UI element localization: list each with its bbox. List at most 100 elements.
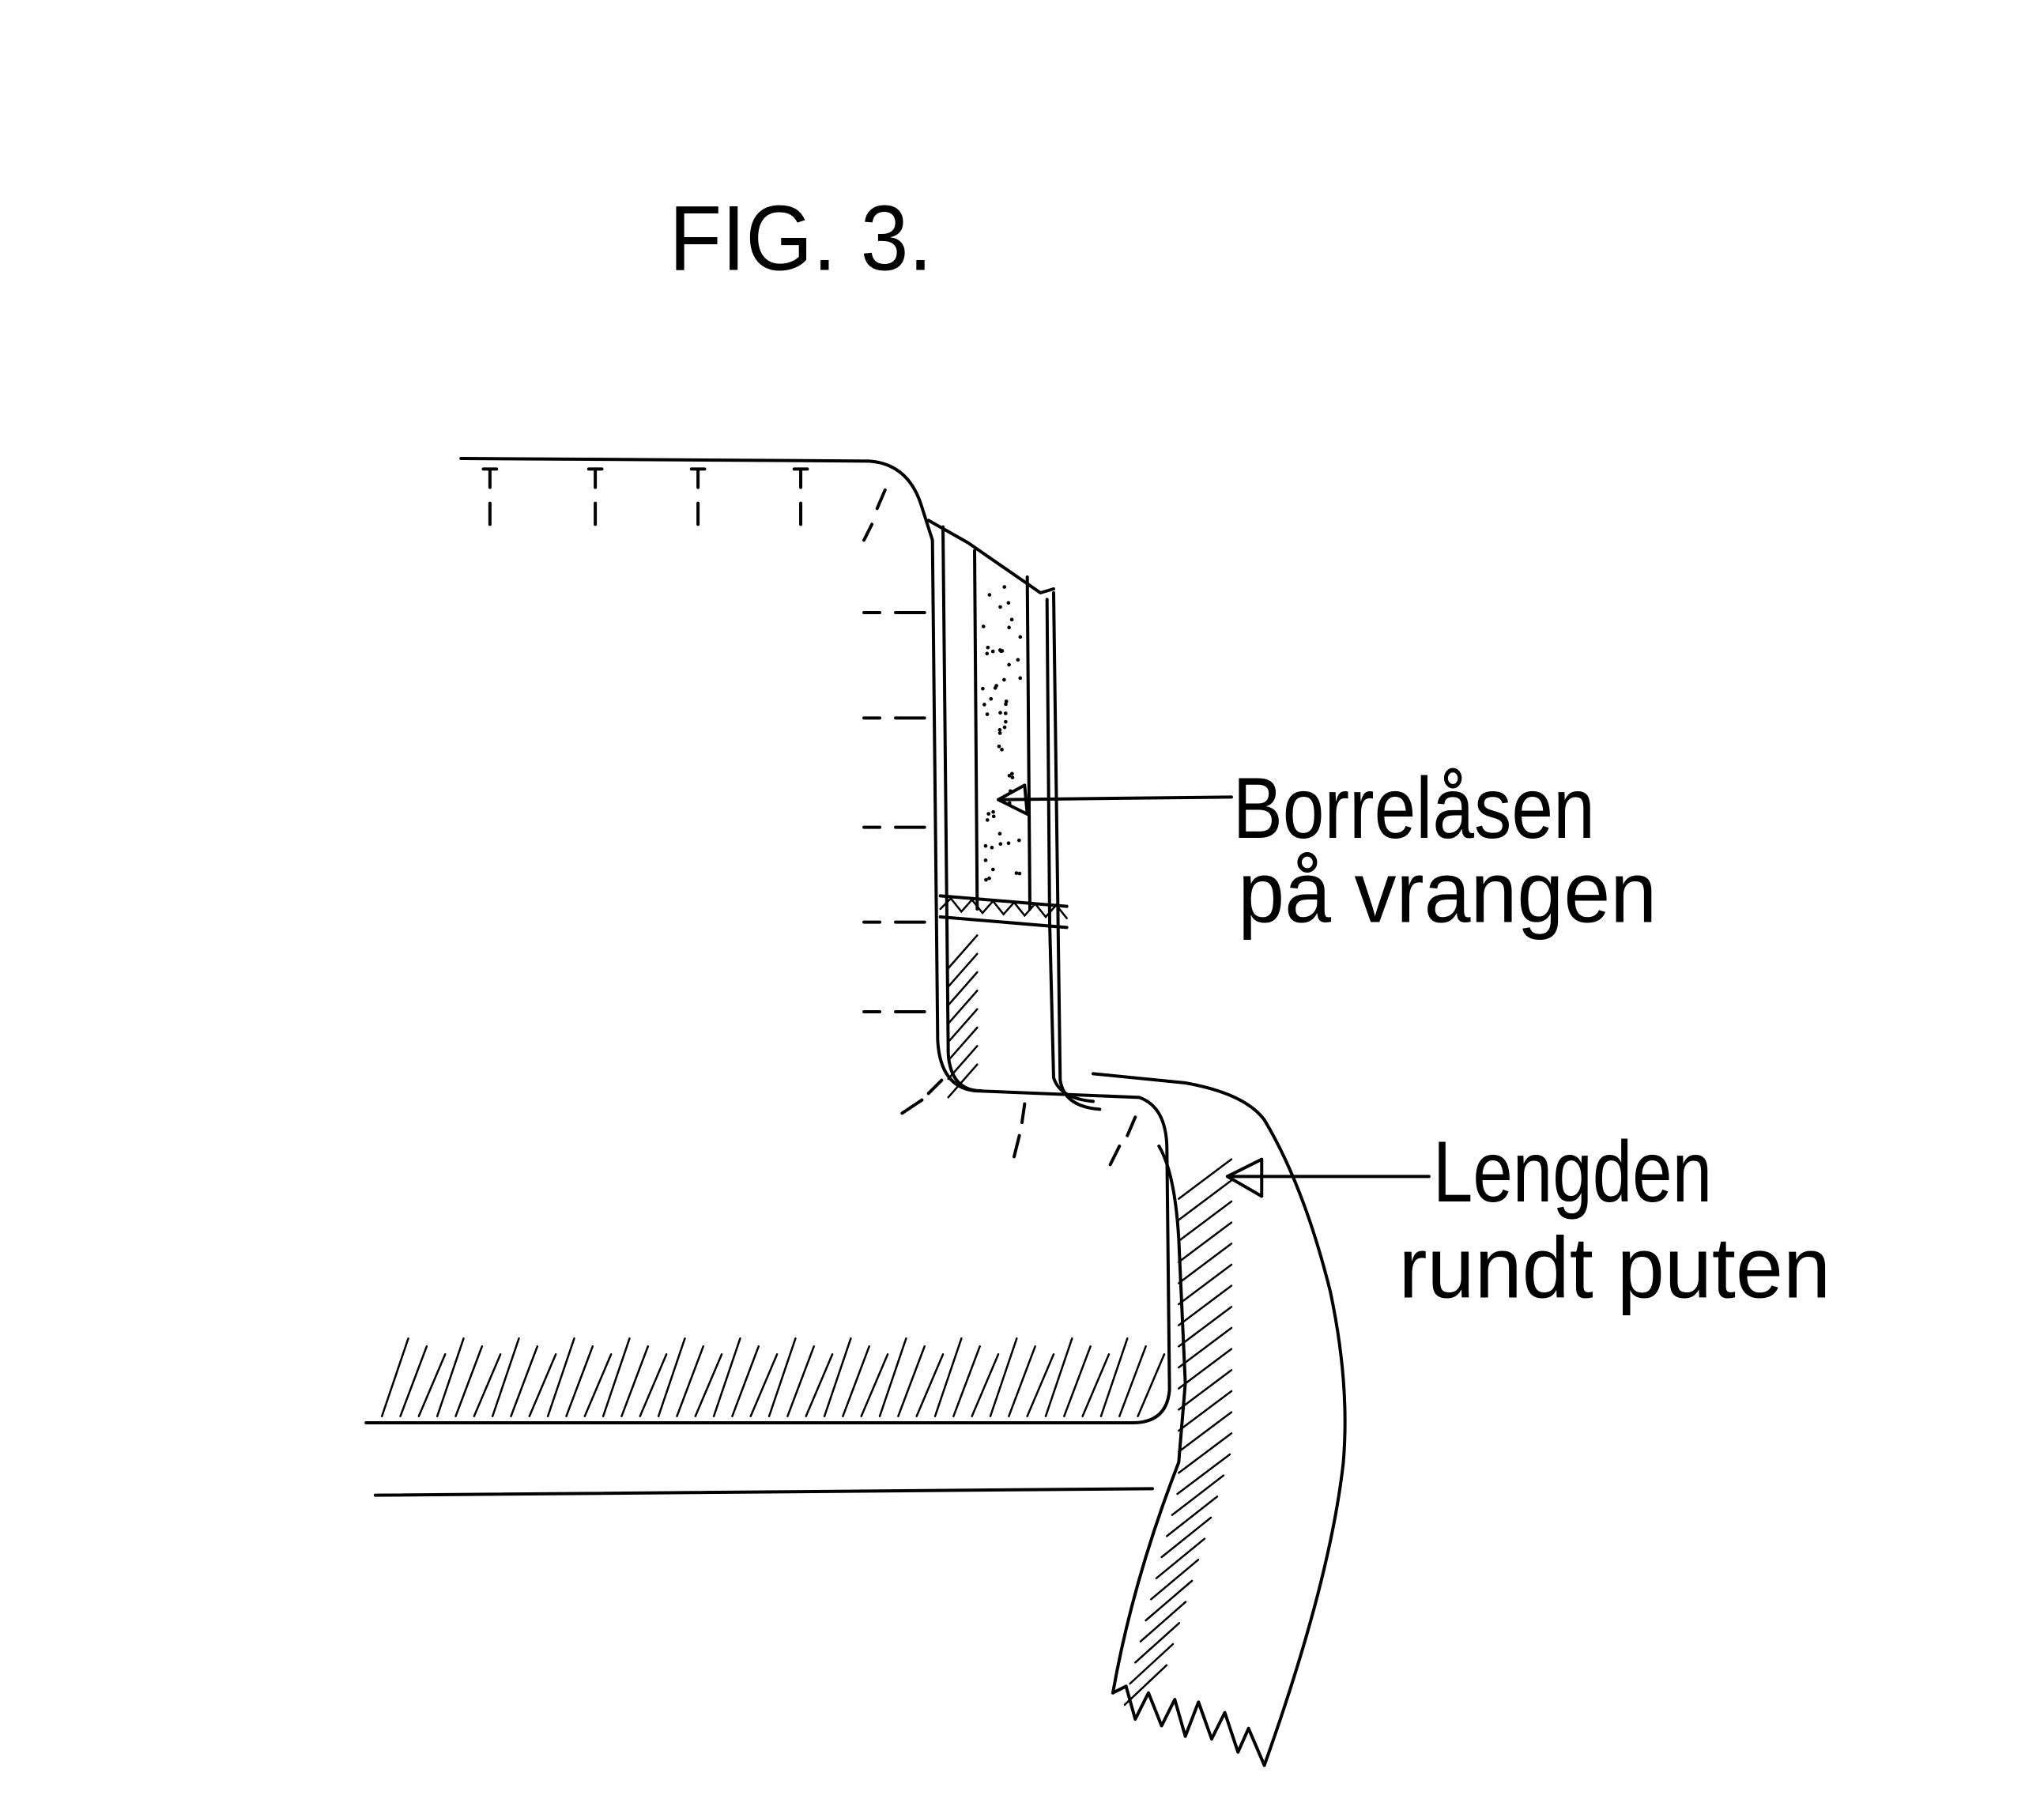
hatch-line xyxy=(989,1337,1018,1417)
stipple-dot xyxy=(981,624,986,628)
velcro-label-line1: Borrelåsen xyxy=(1233,760,1595,857)
hatch-line xyxy=(583,1353,613,1417)
stipple-dot xyxy=(1000,747,1004,752)
stipple-dot xyxy=(987,876,991,881)
hatch-line xyxy=(1178,1263,1233,1306)
hatch-line xyxy=(1178,1284,1233,1326)
hatch-line xyxy=(1166,1496,1219,1537)
length-leader-arrow xyxy=(1225,1157,1431,1198)
stipple-dot xyxy=(984,877,988,882)
stipple-dot xyxy=(1004,719,1008,724)
hatch-line xyxy=(842,1345,870,1417)
length-label-line2: rundt puten xyxy=(1399,1220,1831,1317)
hatch-line xyxy=(878,1337,907,1417)
stipple-dot xyxy=(982,703,986,707)
figure-title: FIG. 3. xyxy=(669,187,932,290)
stipple-dot xyxy=(989,696,994,701)
hatch-line xyxy=(947,1045,979,1081)
hatch-line xyxy=(767,1337,797,1417)
stipple-dot xyxy=(990,649,995,654)
hatch-line xyxy=(1118,1345,1147,1417)
hatch-line xyxy=(1008,1345,1036,1417)
length-label-line1: Lengden xyxy=(1433,1123,1712,1220)
hatch-line xyxy=(1178,1306,1233,1348)
velcro-label-line2: på vrangen xyxy=(1238,844,1657,941)
stipple-dot xyxy=(1010,775,1015,779)
hatch-line xyxy=(1134,1622,1181,1664)
hatch-line xyxy=(1063,1345,1092,1417)
hatch-line xyxy=(947,952,979,988)
hatch-line xyxy=(1178,1348,1233,1390)
hatch-line xyxy=(528,1353,557,1417)
pin-marker xyxy=(1108,1145,1122,1167)
stipple-dot xyxy=(998,711,1002,715)
pin-markers xyxy=(481,467,1137,1167)
hatch-line xyxy=(1139,1601,1187,1643)
hatch-line xyxy=(731,1345,760,1417)
hatch-line xyxy=(712,1337,741,1417)
hatch-line xyxy=(971,1353,1000,1417)
stipple-dot xyxy=(1016,658,1020,662)
hatch-line xyxy=(491,1337,520,1417)
stipple-dot xyxy=(1010,771,1014,776)
stipple-dot xyxy=(1018,635,1023,639)
stipple-dot xyxy=(1014,871,1019,875)
hatch-line xyxy=(860,1353,889,1417)
stipple-dot xyxy=(1006,841,1011,846)
hatch-line xyxy=(823,1337,852,1417)
hatch-line xyxy=(1099,1337,1129,1417)
hatch-line xyxy=(436,1337,465,1417)
stipple-dot xyxy=(997,744,1001,749)
stipple-dot xyxy=(983,858,988,862)
hatch-line xyxy=(1178,1369,1233,1411)
hatch-line xyxy=(947,990,979,1025)
hatching xyxy=(380,934,1233,1706)
stipple-dot xyxy=(985,712,990,716)
hatch-line xyxy=(1123,1664,1168,1706)
pin-marker xyxy=(875,488,887,511)
stipple-dot xyxy=(1004,702,1008,707)
hatch-line xyxy=(1178,1221,1233,1263)
hatch-line xyxy=(639,1353,668,1417)
hatch-line xyxy=(786,1345,815,1417)
hatch-line xyxy=(1081,1353,1111,1417)
stipple-dot xyxy=(1017,838,1021,843)
stipple-dot xyxy=(991,814,996,819)
hatch-line xyxy=(1178,1326,1233,1369)
pin-marker xyxy=(926,1078,944,1096)
stipple-dot xyxy=(981,686,985,691)
stipple-dot xyxy=(1009,617,1014,622)
stipple-dot xyxy=(991,867,995,872)
hatch-line xyxy=(1178,1179,1233,1221)
pin-marker xyxy=(1126,1115,1137,1137)
velcro-flap xyxy=(926,519,1102,1111)
hatch-line xyxy=(657,1337,686,1417)
hatch-line xyxy=(947,1026,979,1062)
hatch-line xyxy=(1150,1559,1200,1601)
hatch-line xyxy=(1137,1353,1166,1417)
hatch-line xyxy=(947,934,979,970)
hatch-line xyxy=(1178,1243,1233,1284)
stipple-dot xyxy=(997,731,1002,735)
stipple-dot xyxy=(983,843,988,848)
hatch-line xyxy=(694,1353,723,1417)
seam-zigzag xyxy=(938,894,1069,930)
stipple-dot xyxy=(997,832,1002,836)
stipple-dot xyxy=(1004,699,1009,703)
hatch-line xyxy=(620,1345,650,1417)
stipple-dot xyxy=(1002,725,1007,730)
pin-marker xyxy=(1020,1102,1027,1124)
hatch-line xyxy=(947,1063,979,1099)
hatch-line xyxy=(676,1345,705,1417)
hatch-line xyxy=(1155,1537,1206,1579)
stipple-dot xyxy=(1003,711,1008,715)
stipple-dot xyxy=(986,645,990,650)
hatch-line xyxy=(380,1337,409,1417)
stipple-dot xyxy=(986,812,991,816)
hatch-line xyxy=(510,1345,539,1417)
hatch-line xyxy=(454,1345,484,1417)
stipple-dot xyxy=(991,809,995,814)
hatch-line xyxy=(897,1345,926,1417)
hatch-line xyxy=(1178,1390,1233,1432)
